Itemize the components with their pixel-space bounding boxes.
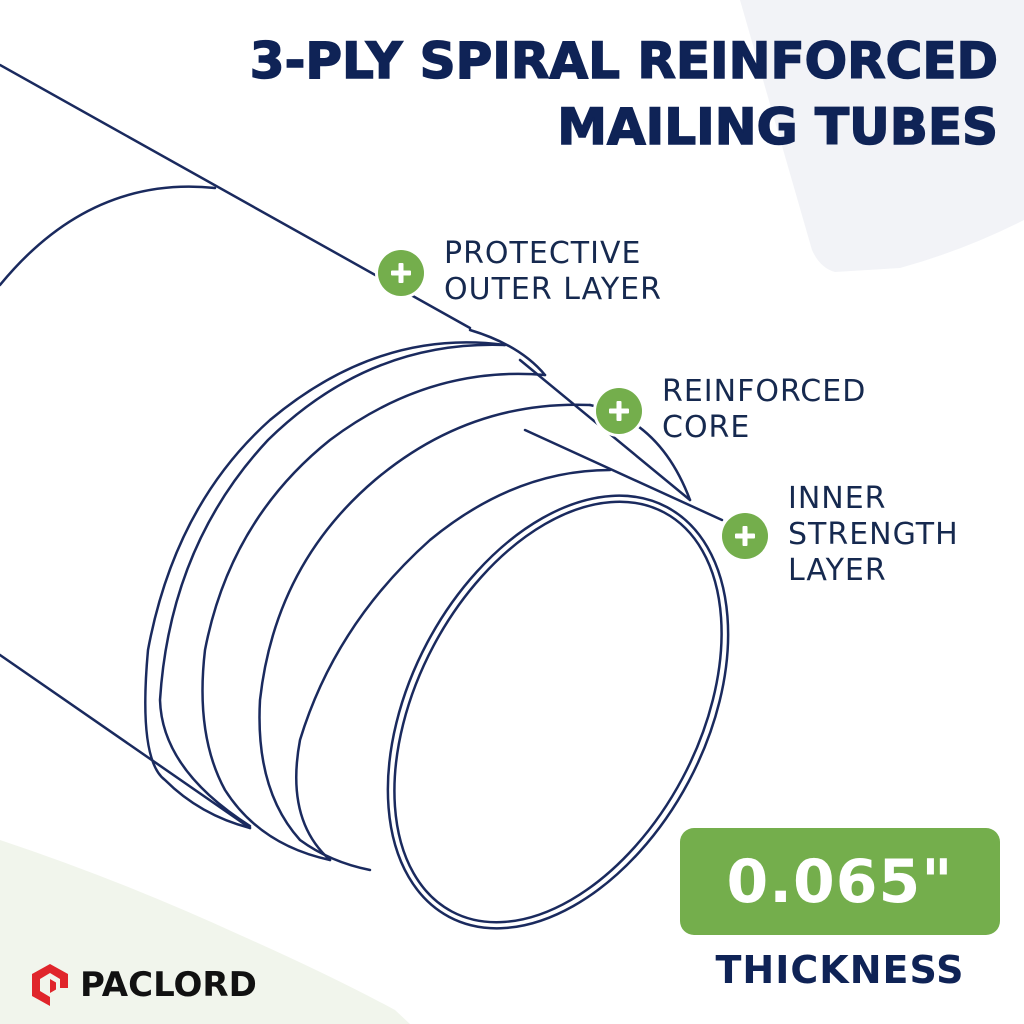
callout-reinforced-core: REINFORCED CORE bbox=[596, 374, 866, 446]
outer-ply-rim bbox=[144, 328, 547, 830]
callout-inner-layer: INNER STRENGTH LAYER bbox=[722, 481, 959, 589]
plus-icon bbox=[722, 513, 768, 559]
callout-text: INNER STRENGTH LAYER bbox=[788, 481, 959, 589]
outer-ply-rim-inner bbox=[158, 343, 507, 828]
callout-line: REINFORCED bbox=[662, 374, 867, 409]
tube-opening bbox=[386, 494, 730, 930]
middle-ply-edge bbox=[201, 372, 547, 862]
callout-line: OUTER LAYER bbox=[444, 272, 662, 307]
callout-text: REINFORCED CORE bbox=[662, 374, 866, 446]
callout-text: PROTECTIVE OUTER LAYER bbox=[444, 236, 662, 308]
bg-green-shape bbox=[0, 840, 410, 1024]
brand-name: PACLORD bbox=[80, 965, 257, 1005]
callout-line: LAYER bbox=[788, 553, 887, 588]
bg-gray-shape bbox=[740, 0, 1024, 272]
paclord-logo-icon bbox=[32, 964, 68, 1006]
title-line-1: 3-PLY SPIRAL REINFORCED bbox=[249, 32, 999, 90]
plus-icon bbox=[378, 250, 424, 296]
title-line-2: MAILING TUBES bbox=[556, 98, 998, 156]
thickness-label: THICKNESS bbox=[715, 948, 965, 992]
thickness-badge: 0.065" bbox=[680, 828, 1000, 935]
callout-line: CORE bbox=[662, 410, 751, 445]
callout-outer-layer: PROTECTIVE OUTER LAYER bbox=[378, 236, 662, 308]
plus-icon bbox=[596, 388, 642, 434]
brand-logo: PACLORD bbox=[30, 962, 257, 1008]
callout-line: STRENGTH bbox=[788, 517, 959, 552]
inner-ply-top-seam bbox=[523, 428, 724, 522]
middle-ply-inner-edge bbox=[258, 403, 592, 872]
middle-ply-top-seam bbox=[518, 358, 692, 502]
outer-ply-back-edge bbox=[0, 185, 217, 287]
tube-outline-bottom bbox=[0, 653, 252, 830]
callout-line: PROTECTIVE bbox=[444, 236, 642, 271]
inner-ply-edge bbox=[295, 403, 692, 862]
thickness-value: 0.065" bbox=[726, 846, 954, 917]
callout-line: INNER bbox=[788, 481, 887, 516]
tube-opening-inner bbox=[393, 500, 723, 924]
